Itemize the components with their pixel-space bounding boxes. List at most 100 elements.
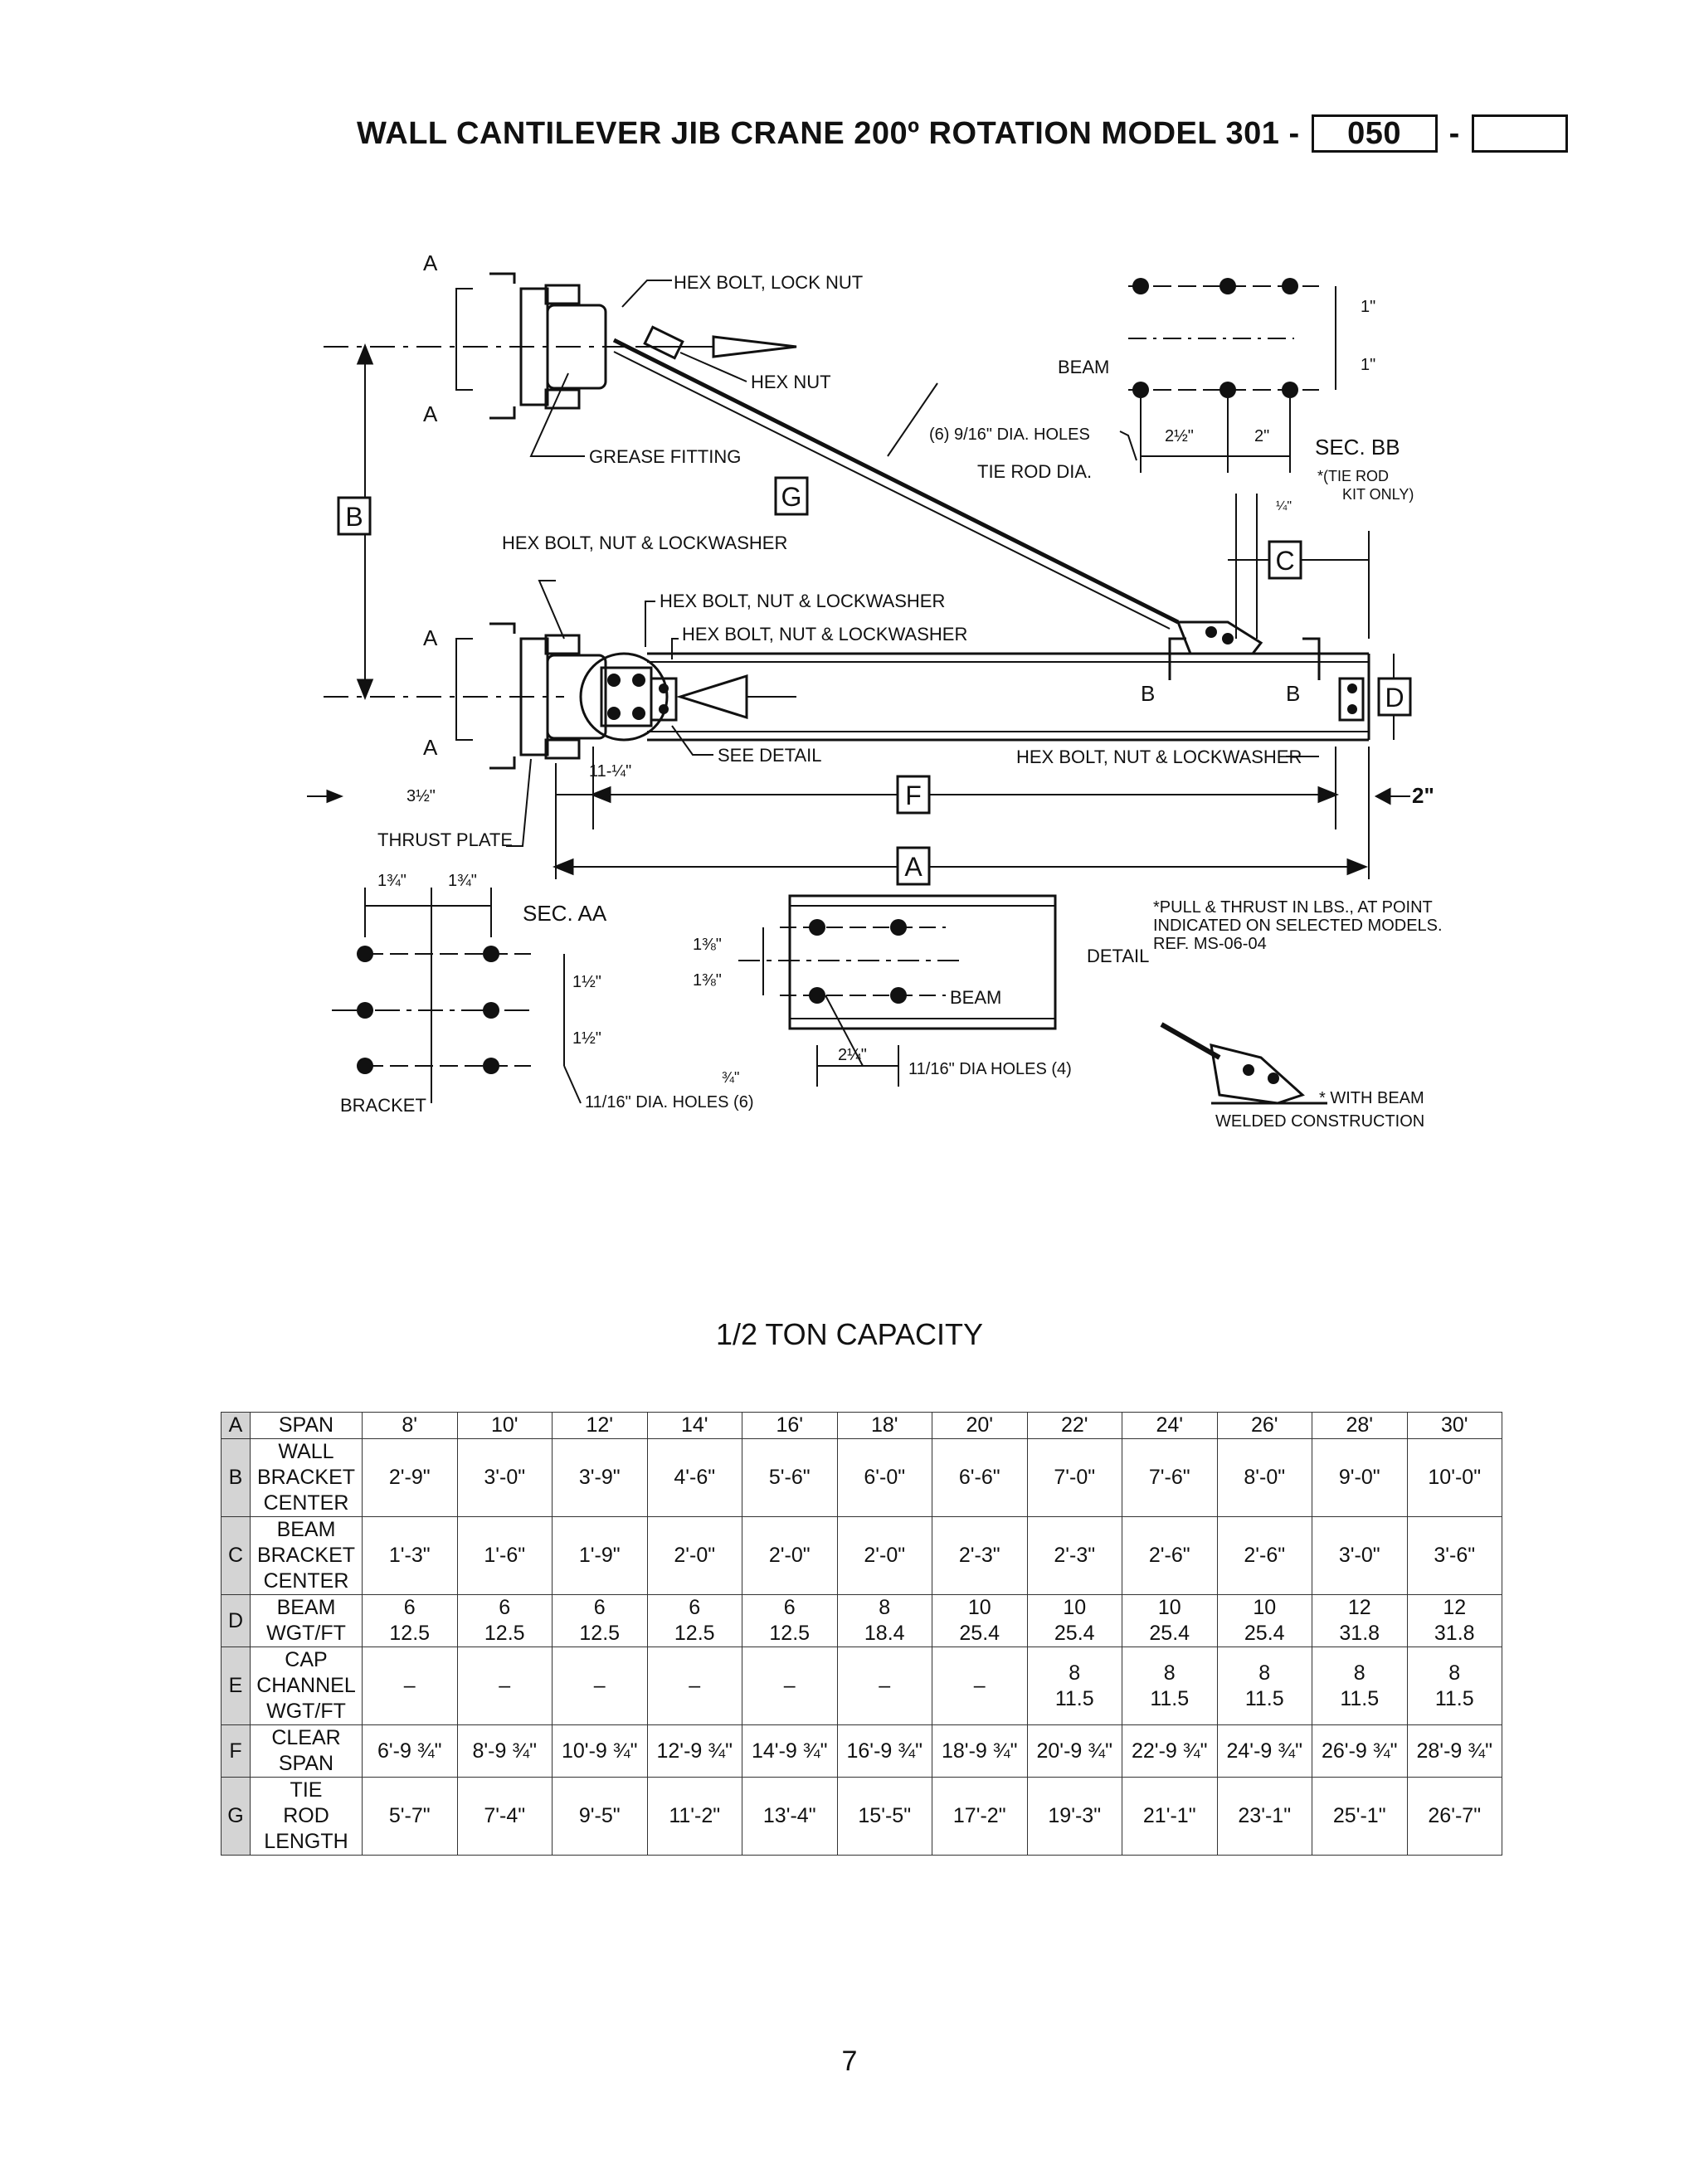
row-label-line: BRACKET bbox=[256, 1466, 356, 1489]
section-a-upper-top: A bbox=[423, 251, 438, 275]
dim-1-3-8-b: 1⅜" bbox=[693, 971, 722, 990]
value-cell: 10'-0" bbox=[1406, 1438, 1502, 1517]
dim-11-quarter: 11-¼" bbox=[589, 762, 631, 781]
value-cell: – bbox=[836, 1647, 932, 1725]
dim-2-quarter: 2¼" bbox=[838, 1046, 867, 1064]
label-bracket: BRACKET bbox=[340, 1095, 426, 1116]
value-line: 9'-0" bbox=[1338, 1466, 1380, 1489]
value-cell: 8'-0" bbox=[1216, 1438, 1312, 1517]
dim-label-d: D bbox=[1385, 683, 1404, 713]
dim-1-half-b: 1½" bbox=[572, 1029, 601, 1048]
value-cell: 3'-0" bbox=[1312, 1516, 1408, 1595]
row-label-line: WGT/FT bbox=[266, 1622, 346, 1645]
row-key: E bbox=[221, 1647, 251, 1725]
value-cell: 6'-9 ¾" bbox=[362, 1724, 458, 1778]
span-cell: 14' bbox=[646, 1412, 742, 1439]
dim-3-4: ¾" bbox=[722, 1069, 739, 1086]
value-cell: 5'-7" bbox=[362, 1777, 458, 1856]
value-cell: 2'-6" bbox=[1122, 1516, 1218, 1595]
value-cell: 1'-9" bbox=[552, 1516, 648, 1595]
welded-note-1: * WITH BEAM bbox=[1319, 1089, 1424, 1107]
row-label-line: LENGTH bbox=[264, 1830, 348, 1853]
value-line: 12.5 bbox=[484, 1622, 525, 1645]
label-sec-bb: SEC. BB bbox=[1315, 435, 1400, 460]
page-number: 7 bbox=[841, 2045, 858, 2077]
label-hex-nut: HEX NUT bbox=[751, 372, 831, 392]
section-b-right: B bbox=[1286, 681, 1300, 706]
label-hex-bolt-nut-lw-4: HEX BOLT, NUT & LOCKWASHER bbox=[1016, 747, 1302, 767]
value-line: 6 bbox=[783, 1596, 796, 1619]
span-cell: 28' bbox=[1312, 1412, 1408, 1439]
value-line: 7'-4" bbox=[484, 1804, 526, 1827]
value-cell: 4'-6" bbox=[646, 1438, 742, 1517]
row-label-line: BEAM bbox=[276, 1596, 336, 1619]
label-tie-rod-dia: TIE ROD DIA. bbox=[977, 461, 1092, 482]
value-line: 2'-0" bbox=[768, 1544, 811, 1567]
value-line: 3'-0" bbox=[484, 1466, 526, 1489]
value-line: 12'-9 ¾" bbox=[656, 1739, 733, 1763]
value-line: 6 bbox=[689, 1596, 701, 1619]
value-line: 9'-5" bbox=[578, 1804, 621, 1827]
span-cell: 18' bbox=[836, 1412, 932, 1439]
value-line: 11.5 bbox=[1340, 1686, 1380, 1710]
value-line: 10'-0" bbox=[1428, 1466, 1482, 1489]
value-line: 17'-2" bbox=[952, 1804, 1006, 1827]
value-line: 18.4 bbox=[864, 1622, 905, 1645]
label-hex-bolt-nut-lw-2: HEX BOLT, NUT & LOCKWASHER bbox=[660, 591, 945, 611]
value-cell: 2'-9" bbox=[362, 1438, 458, 1517]
value-line: 5'-7" bbox=[388, 1804, 431, 1827]
row-label-line: CHANNEL bbox=[256, 1674, 356, 1697]
value-line: – bbox=[499, 1674, 511, 1697]
value-line: 12.5 bbox=[579, 1622, 621, 1645]
value-line: 8 bbox=[1069, 1661, 1081, 1685]
row-key: F bbox=[221, 1724, 251, 1778]
value-cell: 7'-0" bbox=[1026, 1438, 1122, 1517]
upper-hex-nut bbox=[544, 388, 581, 410]
value-line: 10 bbox=[1253, 1596, 1277, 1619]
label-holes-bb: (6) 9/16" DIA. HOLES bbox=[929, 426, 1090, 444]
row-label: BEAM WGT/FT bbox=[250, 1594, 363, 1647]
value-cell: 10'-9 ¾" bbox=[552, 1724, 648, 1778]
value-line: 8 bbox=[1353, 1661, 1366, 1685]
dim-label-f: F bbox=[905, 781, 922, 810]
value-cell: 8'-9 ¾" bbox=[456, 1724, 553, 1778]
dim-1-bot: 1" bbox=[1361, 356, 1375, 374]
value-cell: 20'-9 ¾" bbox=[1026, 1724, 1122, 1778]
value-line: 12 bbox=[1443, 1596, 1467, 1619]
span-cell: 12' bbox=[552, 1412, 648, 1439]
value-line: 1'-6" bbox=[484, 1544, 526, 1567]
label-grease-fitting: GREASE FITTING bbox=[589, 446, 741, 467]
section-b-left: B bbox=[1141, 681, 1155, 706]
value-line: 11.5 bbox=[1150, 1686, 1190, 1710]
value-cell: 7'-6" bbox=[1122, 1438, 1218, 1517]
value-line: 10'-9 ¾" bbox=[562, 1739, 638, 1763]
dim-3-half: 3½" bbox=[406, 787, 436, 805]
value-line: 26'-9 ¾" bbox=[1322, 1739, 1398, 1763]
value-line: 6'-6" bbox=[958, 1466, 1000, 1489]
value-line: 7'-6" bbox=[1148, 1466, 1190, 1489]
value-line: 20'-9 ¾" bbox=[1036, 1739, 1112, 1763]
value-cell: 13'-4" bbox=[742, 1777, 838, 1856]
value-line: 28'-9 ¾" bbox=[1416, 1739, 1492, 1763]
label-hex-bolt-nut-lw-3: HEX BOLT, NUT & LOCKWASHER bbox=[682, 624, 967, 644]
value-line: 1'-9" bbox=[578, 1544, 621, 1567]
value-cell: – bbox=[932, 1647, 1028, 1725]
value-cell: 23'-1" bbox=[1216, 1777, 1312, 1856]
value-cell: 2'-0" bbox=[742, 1516, 838, 1595]
row-key: D bbox=[221, 1594, 251, 1647]
value-line: 18'-9 ¾" bbox=[942, 1739, 1018, 1763]
value-line: – bbox=[403, 1674, 416, 1697]
value-cell: 6'-0" bbox=[836, 1438, 932, 1517]
value-line: 21'-1" bbox=[1142, 1804, 1196, 1827]
value-line: 8 bbox=[879, 1596, 891, 1619]
row-label-line: BEAM bbox=[276, 1518, 336, 1541]
